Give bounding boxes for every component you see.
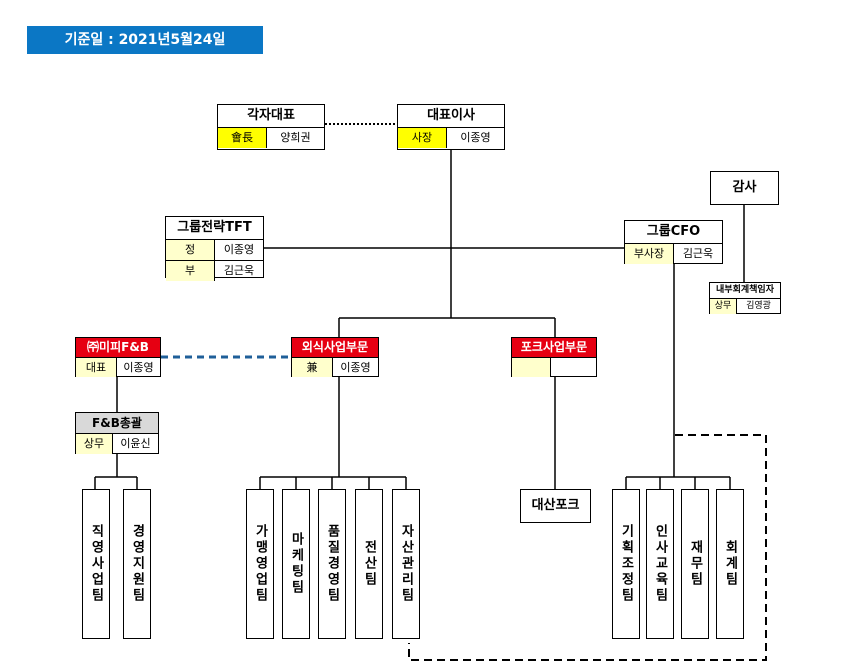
internal-accounting-node: 내부회계책임자 상무 김영광 (709, 282, 781, 314)
group-cfo-title: 그룹CFO (625, 221, 722, 244)
team-direct-business: 직영사업팀 (82, 489, 110, 639)
team-quality-management: 품질경영팀 (318, 489, 346, 639)
chairman-node: 각자대표 會長 양희권 (217, 104, 325, 150)
internal-accounting-position: 상무 (710, 299, 737, 314)
pork-division-name (551, 358, 596, 377)
team-marketing: 마케팅팀 (282, 489, 310, 639)
cfo-oversight-dashed-outline (408, 434, 767, 661)
internal-accounting-title: 내부회계책임자 (710, 283, 780, 299)
pork-division-node: 포크사업부문 (511, 337, 597, 377)
internal-accounting-name: 김영광 (746, 301, 771, 311)
group-cfo-name: 김근욱 (682, 247, 714, 260)
group-cfo-position: 부사장 (625, 244, 674, 264)
dining-division-position: 兼 (292, 358, 333, 377)
pork-division-position (512, 358, 551, 377)
team-finance: 재무팀 (681, 489, 709, 639)
mipi-fnb-name: 이종영 (123, 361, 154, 374)
team-hr-education: 인사교육팀 (646, 489, 674, 639)
team-asset-management: 자산관리팀 (392, 489, 420, 639)
audit-node: 감사 (710, 171, 779, 205)
strategy-tft-title: 그룹전략TFT (166, 217, 263, 240)
team-franchise-sales: 가맹영업팀 (246, 489, 274, 639)
mipi-fnb-title: ㈜미피F&B (76, 338, 160, 358)
team-it: 전산팀 (355, 489, 383, 639)
strategy-tft-position-2: 부 (166, 261, 215, 281)
mipi-fnb-node: ㈜미피F&B 대표 이종영 (75, 337, 161, 377)
fnb-general-name: 이윤신 (120, 437, 151, 450)
daesan-pork-node: 대산포크 (520, 489, 591, 523)
fnb-general-title: F&B총괄 (76, 413, 158, 434)
dining-division-node: 외식사업부문 兼 이종영 (291, 337, 379, 377)
ceo-name: 이종영 (460, 131, 491, 144)
chairman-title: 각자대표 (218, 105, 324, 128)
group-cfo-node: 그룹CFO 부사장 김근욱 (624, 220, 723, 264)
fnb-general-position: 상무 (76, 434, 113, 454)
ceo-position: 사장 (398, 128, 447, 148)
mipi-fnb-position: 대표 (76, 358, 117, 377)
chairman-name: 양희권 (280, 131, 311, 144)
ceo-node: 대표이사 사장 이종영 (397, 104, 505, 150)
team-management-support: 경영지원팀 (123, 489, 151, 639)
pork-division-title: 포크사업부문 (512, 338, 596, 358)
ceo-title: 대표이사 (398, 105, 504, 128)
strategy-tft-position-1: 정 (166, 240, 215, 260)
strategy-tft-node: 그룹전략TFT 정 이종영 부 김근욱 (165, 216, 264, 281)
dining-division-title: 외식사업부문 (292, 338, 378, 358)
fnb-general-node: F&B총괄 상무 이윤신 (75, 412, 159, 454)
team-planning-coordination: 기획조정팀 (612, 489, 640, 639)
strategy-tft-name-2: 김근욱 (223, 264, 255, 277)
reference-date-banner: 기준일 : 2021년5월24일 (27, 26, 263, 54)
chairman-position: 會長 (218, 128, 267, 148)
dining-division-name: 이종영 (340, 361, 371, 374)
team-accounting: 회계팀 (716, 489, 744, 639)
strategy-tft-name-1: 이종영 (223, 243, 255, 256)
